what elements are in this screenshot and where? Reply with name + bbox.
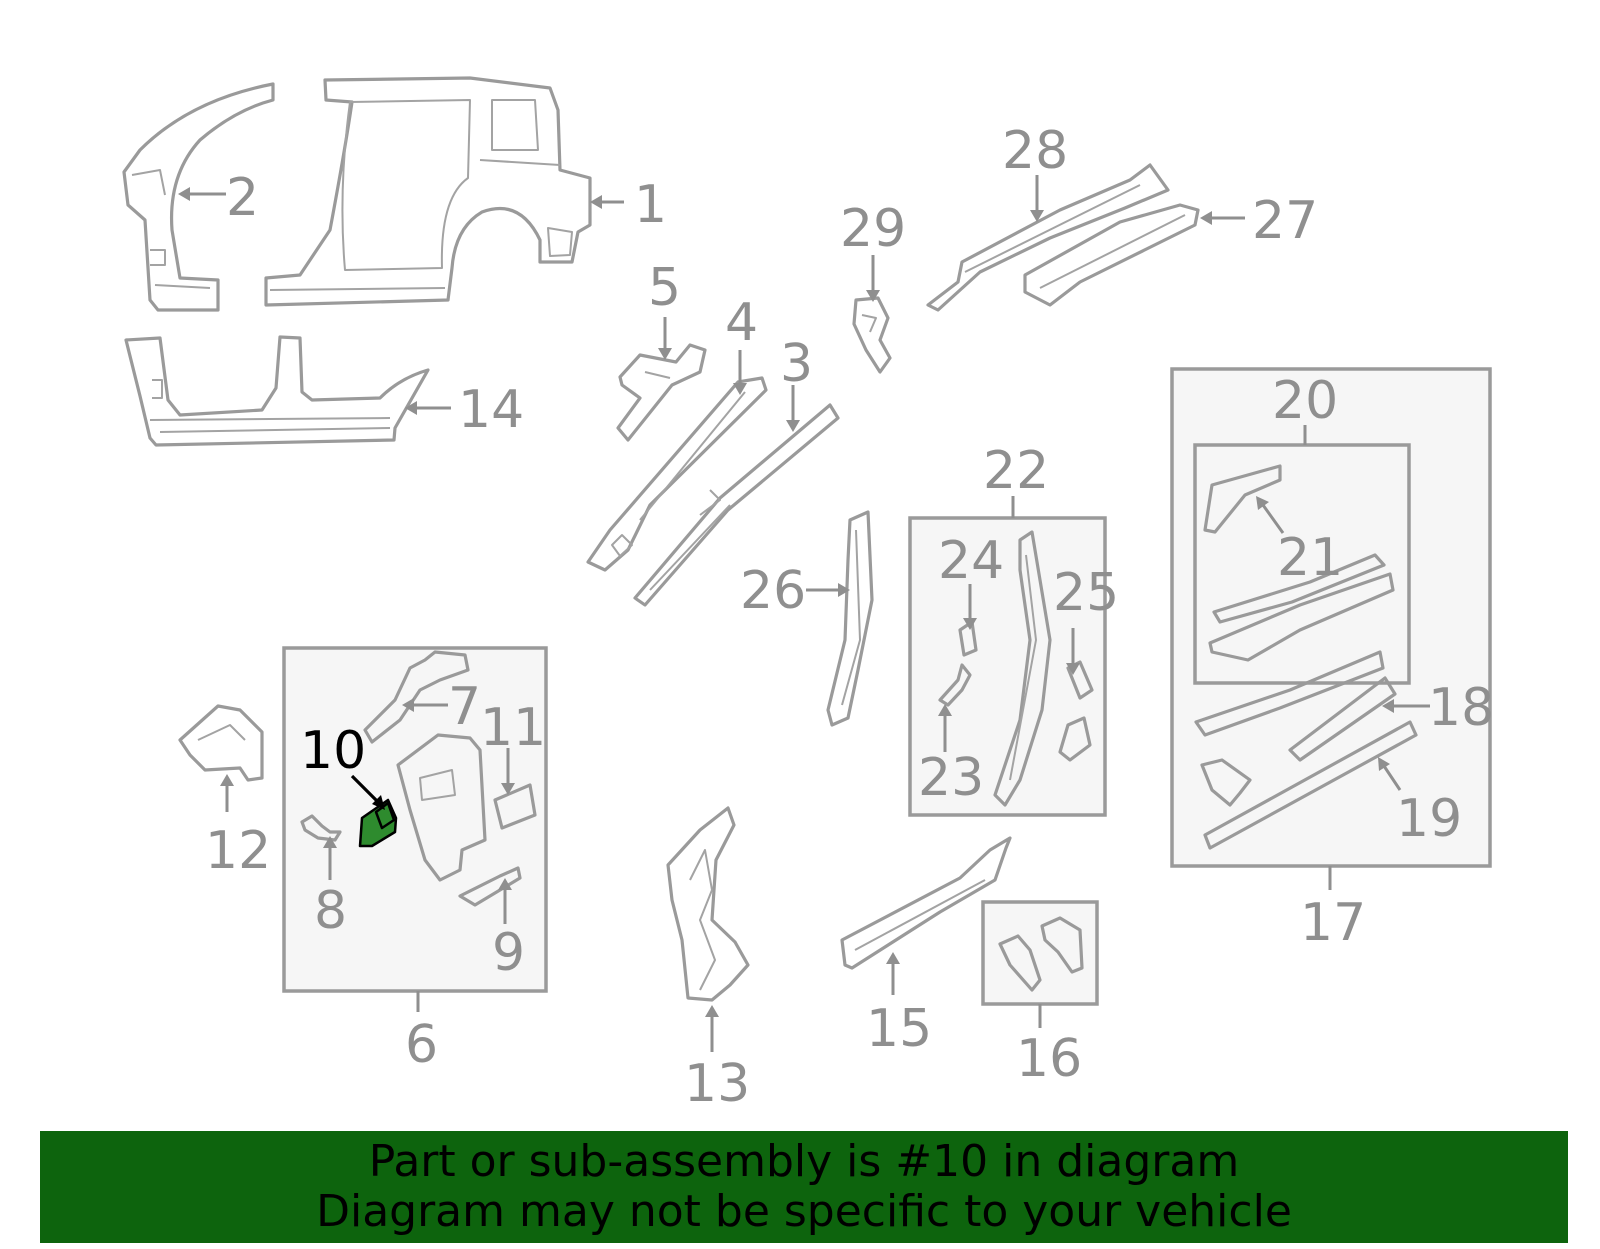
- part-13-drawing: [666, 806, 750, 1002]
- part-15-drawing: [840, 836, 1012, 970]
- part-26-drawing: [826, 510, 874, 727]
- callout-23: 23: [918, 748, 984, 808]
- part-14-drawing: [124, 335, 430, 447]
- callout-8: 8: [314, 881, 347, 941]
- callout-25: 25: [1053, 563, 1119, 623]
- callout-6: 6: [405, 1015, 438, 1075]
- part-12-drawing: [178, 704, 264, 782]
- leader-lines: [178, 175, 1430, 1052]
- part-5-drawing: [616, 343, 707, 442]
- callout-9: 9: [492, 923, 525, 983]
- callout-14: 14: [458, 380, 524, 440]
- banner-line-2: Diagram may not be specific to your vehi…: [316, 1186, 1292, 1237]
- callout-24: 24: [938, 531, 1004, 591]
- callout-27: 27: [1252, 191, 1318, 251]
- callout-3: 3: [780, 334, 813, 394]
- callout-29: 29: [840, 199, 906, 259]
- callout-22: 22: [983, 441, 1049, 501]
- part-29-drawing: [852, 296, 892, 374]
- callout-18: 18: [1428, 678, 1494, 738]
- callout-1: 1: [634, 175, 667, 235]
- callout-7: 7: [448, 677, 481, 737]
- info-banner: Part or sub-assembly is #10 in diagram D…: [40, 1131, 1568, 1243]
- callout-5: 5: [648, 258, 681, 318]
- part-28-drawing: [926, 163, 1170, 312]
- part-1-drawing: [264, 76, 592, 307]
- callout-17: 17: [1300, 893, 1366, 953]
- part-3-drawing: [633, 403, 840, 607]
- part-4-drawing: [586, 376, 768, 572]
- group-box-16: [981, 900, 1099, 1006]
- callout-19: 19: [1396, 789, 1462, 849]
- banner-line-1: Part or sub-assembly is #10 in diagram: [368, 1136, 1240, 1187]
- part-27-drawing: [1023, 203, 1200, 307]
- callout-15: 15: [866, 999, 932, 1059]
- callout-10: 10: [300, 721, 366, 781]
- callout-12: 12: [205, 821, 271, 881]
- callout-labels: 1 2 3 4 5 6 7 8 9 10 11 12 13 14 15 16 1…: [205, 121, 1494, 1114]
- callout-16: 16: [1016, 1029, 1082, 1089]
- callout-21: 21: [1277, 528, 1343, 588]
- callout-4: 4: [725, 293, 758, 353]
- callout-11: 11: [480, 698, 546, 758]
- callout-28: 28: [1002, 121, 1068, 181]
- part-2-drawing: [122, 82, 275, 312]
- callout-20: 20: [1272, 371, 1338, 431]
- callout-2: 2: [226, 168, 259, 228]
- callout-13: 13: [684, 1054, 750, 1114]
- callout-26: 26: [740, 561, 806, 621]
- group-box-17: [1170, 367, 1492, 868]
